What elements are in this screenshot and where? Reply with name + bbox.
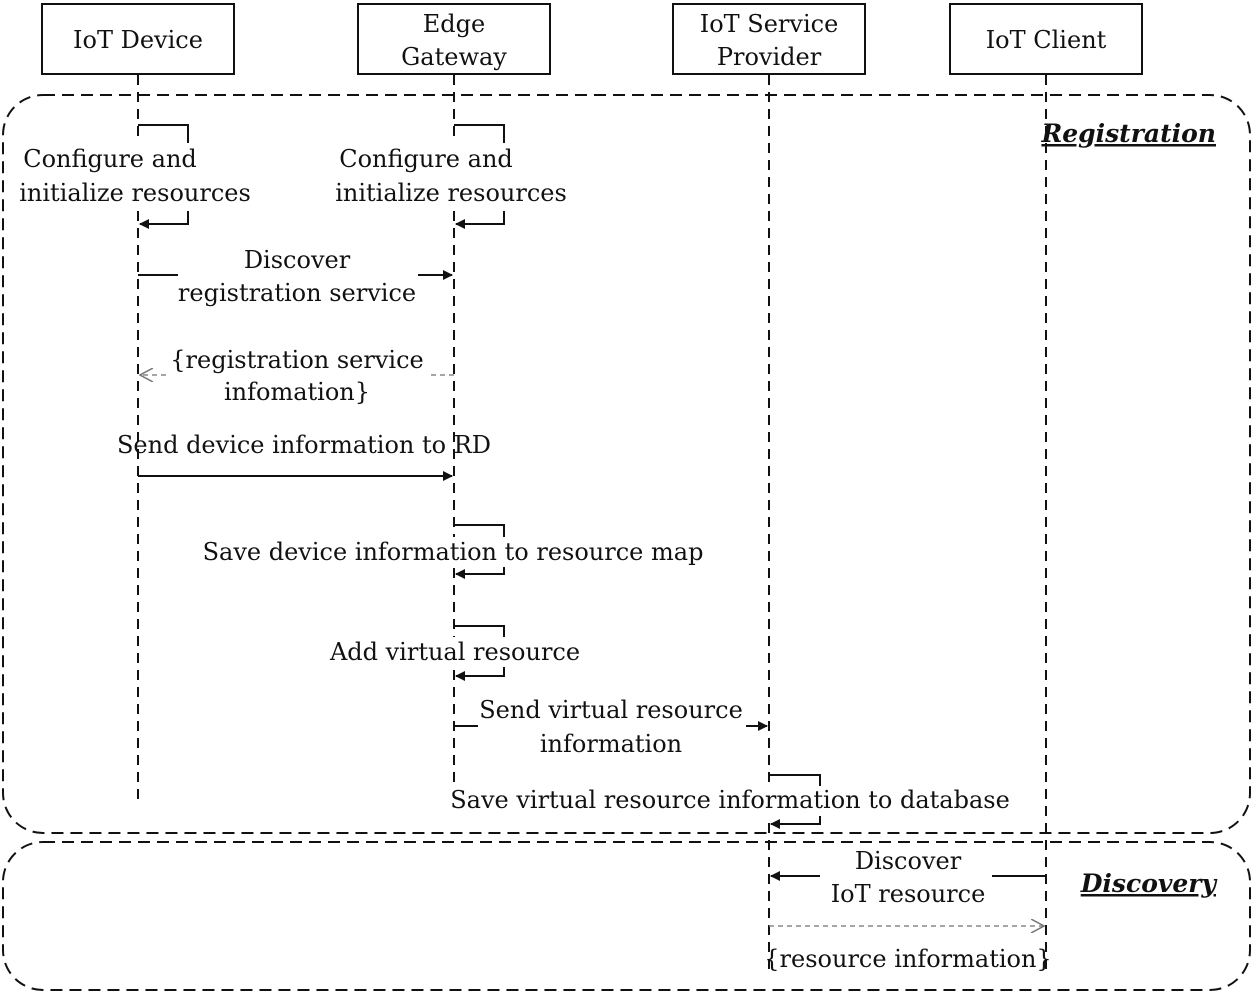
device-self-config-label-line1: Configure and bbox=[23, 145, 197, 173]
iot-client-box bbox=[949, 3, 1143, 75]
save-device-info-label: Save device information to resource map bbox=[203, 538, 704, 566]
discovery-fragment bbox=[2, 841, 1251, 991]
discover-iot-resource-label-line2: IoT resource bbox=[831, 880, 986, 908]
add-virtual-resource-label: Add virtual resource bbox=[329, 638, 580, 666]
discover-iot-resource-label-line1: Discover bbox=[855, 847, 962, 875]
edge-gateway-label-line1: Edge bbox=[423, 10, 485, 38]
discover-registration-label-line1: Discover bbox=[244, 246, 351, 274]
send-device-info-label: Send device information to RD bbox=[117, 431, 491, 459]
registration-info-reply-label-line2: infomation} bbox=[224, 378, 370, 406]
registration-fragment bbox=[2, 94, 1251, 834]
discover-registration-label-line2: registration service bbox=[178, 279, 416, 307]
iot-device-box bbox=[41, 3, 235, 75]
save-virtual-resource-label: Save virtual resource information to dat… bbox=[450, 786, 1010, 814]
gateway-self-config-label-line2: initialize resources bbox=[335, 179, 567, 207]
iot-service-provider-label-line2: Provider bbox=[717, 43, 822, 71]
iot-service-provider-box bbox=[672, 3, 866, 75]
iot-device-label: IoT Device bbox=[73, 26, 203, 54]
discovery-fragment-label: Discovery bbox=[1080, 869, 1218, 898]
edge-gateway-label-line2: Gateway bbox=[401, 43, 507, 71]
send-virtual-resource-label-line2: information bbox=[540, 730, 682, 758]
send-virtual-resource-label-line1: Send virtual resource bbox=[479, 696, 743, 724]
iot-service-provider-label-line1: IoT Service bbox=[700, 10, 839, 38]
resource-info-reply-label: {resource information} bbox=[764, 945, 1051, 973]
registration-fragment-label: Registration bbox=[1040, 119, 1216, 148]
device-self-config-label-line2: initialize resources bbox=[19, 179, 251, 207]
registration-info-reply-label-line1: {registration service bbox=[170, 346, 423, 374]
gateway-self-config-label-line1: Configure and bbox=[339, 145, 513, 173]
iot-client-label: IoT Client bbox=[986, 26, 1107, 54]
edge-gateway-box bbox=[357, 3, 551, 75]
